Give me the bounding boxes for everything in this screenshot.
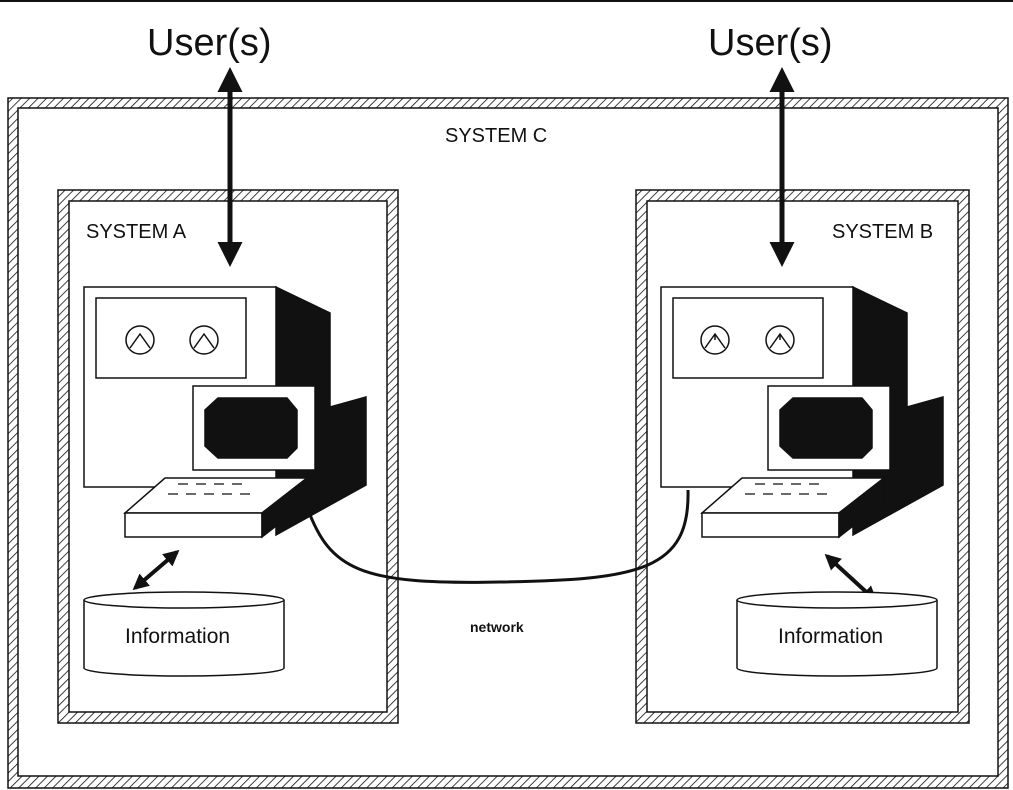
- computer-b-icon: [660, 285, 944, 539]
- system-a-label: SYSTEM A: [86, 221, 187, 243]
- keyboard-keys: [745, 483, 827, 495]
- screen-icon: [204, 397, 298, 459]
- info-b-label: Information: [778, 625, 883, 648]
- tape-reel-icon: [700, 325, 730, 355]
- system-c-label: SYSTEM C: [445, 125, 547, 147]
- computer-a-icon: [83, 285, 367, 539]
- network-cable: [305, 489, 690, 584]
- network-label: network: [470, 619, 524, 635]
- screen-icon: [779, 397, 873, 459]
- users-right-label: User(s): [708, 22, 833, 64]
- info-a-arrow: [132, 549, 180, 591]
- tape-reel-icon: [765, 325, 795, 355]
- database-b-icon: [736, 591, 938, 677]
- keyboard-keys: [168, 483, 250, 495]
- tape-reel-icon: [125, 325, 155, 355]
- users-left-label: User(s): [147, 22, 272, 64]
- info-a-label: Information: [125, 625, 230, 648]
- system-b-label: SYSTEM B: [832, 221, 933, 243]
- tape-reel-icon: [189, 325, 219, 355]
- database-a-icon: [83, 591, 285, 677]
